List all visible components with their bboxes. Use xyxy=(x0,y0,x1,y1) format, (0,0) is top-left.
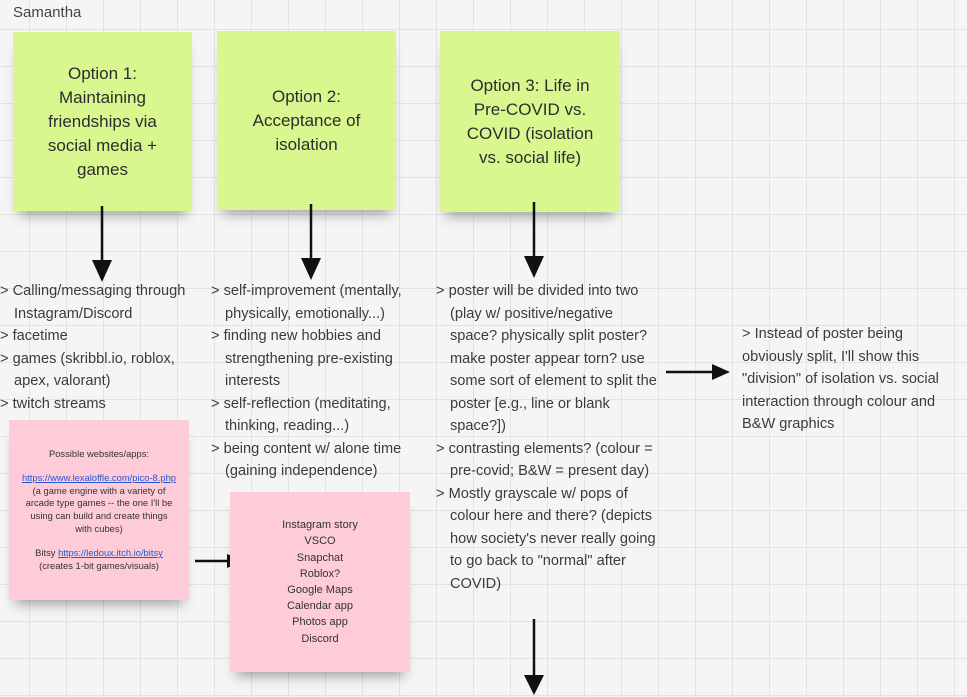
option-1-sticky[interactable]: Option 1: Maintaining friendships via so… xyxy=(13,32,192,211)
app-item: Photos app xyxy=(292,616,348,629)
note-line: > Calling/messaging through Instagram/Di… xyxy=(0,283,186,322)
app-item: Discord xyxy=(301,632,339,645)
option-1-notes[interactable]: > Calling/messaging through Instagram/Di… xyxy=(0,280,210,415)
app-item: Instagram story xyxy=(282,519,358,532)
app-item: Calendar app xyxy=(286,600,354,613)
note-line: > finding new hobbies and strengthening … xyxy=(211,328,393,389)
note-line: > contrasting elements? (colour = pre-co… xyxy=(436,440,653,480)
pico8-description: (a game engine with a variety of arcade … xyxy=(25,484,173,534)
down-arrow-icon[interactable] xyxy=(90,204,114,284)
bitsy-link[interactable]: https://ledoux.itch.io/bitsy xyxy=(58,547,163,559)
app-item: Google Maps xyxy=(287,584,353,596)
bitsy-entry: Bitsy https://ledoux.itch.io/bitsy (crea… xyxy=(21,547,177,572)
note-line: > Instead of poster being obviously spli… xyxy=(742,326,939,432)
apps-sticky[interactable]: Instagram story VSCO Snapchat Roblox? Go… xyxy=(230,492,410,672)
note-line: > self-reflection (meditating, thinking,… xyxy=(211,395,391,435)
note-line: > being content w/ alone time (gaining i… xyxy=(211,440,402,480)
option-2-text: Option 2: Acceptance of isolation xyxy=(252,86,361,154)
option-1-text: Option 1: Maintaining friendships via so… xyxy=(47,63,158,179)
note-line: > poster will be divided into two (play … xyxy=(436,283,657,434)
websites-title: Possible websites/apps: xyxy=(48,447,150,459)
bitsy-label: Bitsy xyxy=(35,547,56,559)
board-owner-label: Samantha xyxy=(13,4,82,21)
option-3-text: Option 3: Life in Pre-COVID vs. COVID (i… xyxy=(466,75,594,167)
note-line: > games (skribbl.io, roblox, apex, valor… xyxy=(0,350,175,390)
right-arrow-icon[interactable] xyxy=(664,362,732,382)
note-line: > facetime xyxy=(0,328,68,344)
down-arrow-icon[interactable] xyxy=(522,617,546,697)
option-3-followup-note[interactable]: > Instead of poster being obviously spli… xyxy=(742,323,967,436)
websites-sticky[interactable]: Possible websites/apps: https://www.lexa… xyxy=(9,420,189,600)
option-3-sticky[interactable]: Option 3: Life in Pre-COVID vs. COVID (i… xyxy=(440,31,620,212)
option-2-notes[interactable]: > self-improvement (mentally, physically… xyxy=(211,280,443,483)
down-arrow-icon[interactable] xyxy=(522,200,546,280)
option-2-sticky[interactable]: Option 2: Acceptance of isolation xyxy=(217,31,396,210)
note-line: > twitch streams xyxy=(0,395,106,412)
option-3-notes[interactable]: > poster will be divided into two (play … xyxy=(436,280,662,595)
pico8-link[interactable]: https://www.lexaloffle.com/pico-8.php xyxy=(21,472,177,484)
pico8-entry: https://www.lexaloffle.com/pico-8.php (a… xyxy=(21,472,177,535)
app-item: VSCO xyxy=(304,535,336,548)
app-item: Snapchat xyxy=(296,551,344,564)
note-line: > self-improvement (mentally, physically… xyxy=(211,283,402,322)
down-arrow-icon[interactable] xyxy=(299,202,323,282)
note-line: > Mostly grayscale w/ pops of colour her… xyxy=(436,485,656,592)
app-item: Roblox? xyxy=(299,567,341,580)
bitsy-description: (creates 1-bit games/visuals) xyxy=(39,559,159,571)
